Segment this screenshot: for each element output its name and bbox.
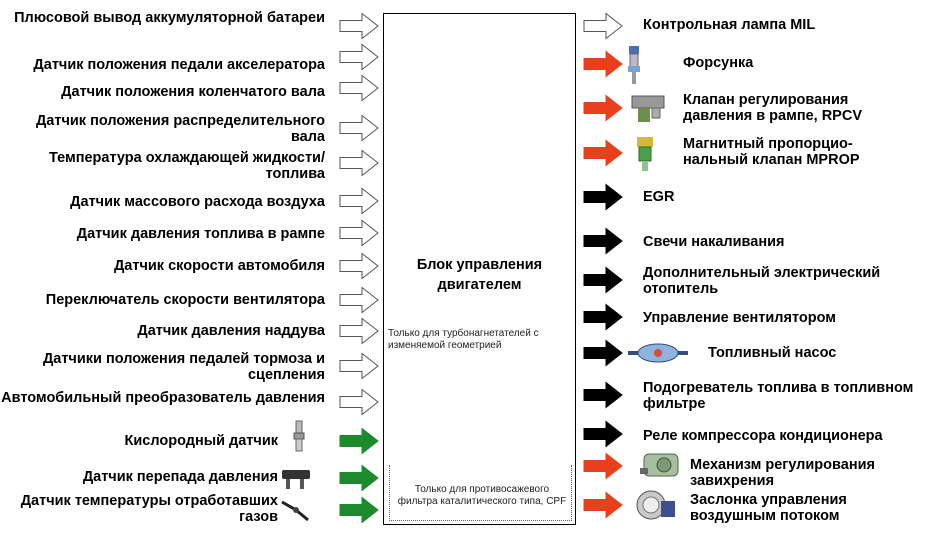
input-label: Датчик массового расхода воздуха [70, 194, 325, 210]
input-label: Переключатель скорости вентилятора [45, 292, 325, 308]
output-label: Клапан регулирования давления в рампе, R… [683, 92, 862, 124]
output-label: Реле компрессора кондиционера [643, 428, 883, 444]
input-arrow [339, 252, 379, 280]
turbo-note: Только для турбонагнетателей с изменяемо… [388, 328, 539, 351]
input-arrow [339, 187, 379, 215]
input-arrow [339, 114, 379, 142]
input-arrow [339, 12, 379, 40]
output-label: Дополнительный электрический отопитель [643, 265, 881, 297]
output-label: Свечи накаливания [643, 234, 785, 250]
input-arrow [339, 43, 379, 71]
input-arrow [339, 388, 379, 416]
swirl-actuator-icon [640, 453, 679, 477]
output-arrow [583, 303, 623, 331]
output-arrow [583, 381, 623, 409]
output-label: Заслонка управления воздушным потоком [690, 492, 847, 524]
input-label: Плюсовой вывод аккумуляторной батареи [14, 10, 325, 26]
output-label: Магнитный пропорцио-нальный клапан MPROP [683, 136, 860, 168]
input-arrow [339, 427, 379, 455]
injector-icon [628, 46, 640, 84]
output-arrow [583, 491, 623, 519]
oxygen-sensor-icon [293, 420, 305, 452]
ecu-block: Блок управления двигателем [383, 13, 576, 525]
input-label: Кислородный датчик [124, 433, 278, 449]
input-arrow [339, 149, 379, 177]
output-arrow [583, 420, 623, 448]
input-label: Датчик давления наддува [137, 323, 325, 339]
output-arrow [583, 452, 623, 480]
input-arrow [339, 317, 379, 345]
output-label: Управление вентилятором [643, 310, 836, 326]
output-label: Форсунка [683, 55, 754, 71]
input-label: Датчик перепада давления [82, 469, 278, 485]
output-label: Механизм регулирования завихрения [690, 457, 875, 489]
fuel-pump-icon [628, 343, 688, 363]
input-arrow [339, 286, 379, 314]
input-label: Датчик положения педали акселератора [33, 57, 325, 73]
output-arrow [583, 339, 623, 367]
output-arrow [583, 139, 623, 167]
input-label: Датчик положения коленчатого вала [61, 84, 325, 100]
rpcv-valve-icon [631, 95, 665, 122]
air-flap-icon [636, 490, 675, 520]
output-label: Подогреватель топлива в топливном фильтр… [643, 380, 914, 412]
output-label: Контрольная лампа MIL [643, 17, 816, 33]
input-label: Датчик давления топлива в рампе [76, 226, 325, 242]
output-arrow [583, 266, 623, 294]
input-arrow [339, 496, 379, 524]
cpf-bracket [389, 465, 572, 521]
output-label: EGR [643, 189, 675, 205]
mprop-valve-icon [637, 137, 653, 171]
input-label: Датчик скорости автомобиля [113, 258, 325, 274]
output-label: Топливный насос [708, 345, 837, 361]
output-arrow [583, 227, 623, 255]
input-label: Датчик положения распределительного вала [35, 113, 325, 145]
output-arrow [583, 94, 623, 122]
output-arrow [583, 50, 623, 78]
input-arrow [339, 352, 379, 380]
input-arrow [339, 74, 379, 102]
input-label: Датчик температуры отработавших газов [20, 493, 278, 525]
cpf-note: Только для противосажевого фильтра катал… [396, 484, 568, 508]
exhaust-temperature-sensor-icon [281, 500, 309, 522]
input-label: Датчики положения педалей тормоза и сцеп… [42, 351, 325, 383]
input-label: Автомобильный преобразователь давления [1, 390, 325, 406]
input-label: Температура охлаждающей жидкости/топлива [48, 150, 325, 182]
differential-pressure-sensor-icon [282, 470, 310, 489]
input-arrow [339, 464, 379, 492]
output-arrow [583, 12, 623, 40]
output-arrow [583, 183, 623, 211]
ecu-title: Блок управления двигателем [416, 257, 543, 293]
input-arrow [339, 219, 379, 247]
